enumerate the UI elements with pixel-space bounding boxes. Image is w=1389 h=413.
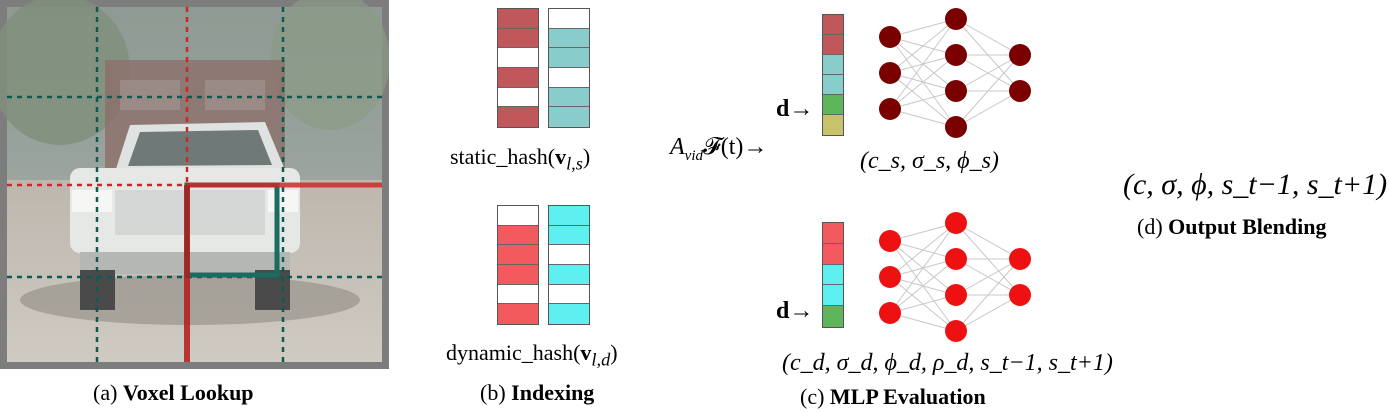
network-node — [1009, 284, 1031, 306]
network-edge — [889, 312, 957, 332]
network-node — [879, 26, 901, 48]
hash-cell — [823, 15, 843, 35]
network-edge — [889, 18, 957, 38]
hash-cell — [498, 48, 538, 68]
network-edge — [889, 222, 957, 242]
caption-d: (d) Output Blending — [1137, 214, 1327, 239]
hash-cell — [823, 243, 843, 265]
hash-cell — [823, 75, 843, 95]
static-hash-column-left — [497, 8, 539, 128]
network-node — [945, 284, 967, 306]
network-node — [945, 248, 967, 270]
hash-cell — [549, 245, 589, 265]
hash-cell — [549, 107, 589, 127]
hash-cell — [549, 225, 589, 246]
network-node — [945, 44, 967, 66]
voxel-grid-red — [7, 7, 189, 187]
static-hash-label: static_hash(vl,s) — [450, 144, 591, 174]
hash-cell — [498, 245, 538, 265]
dynamic-hash-label: dynamic_hash(vl,d) — [446, 340, 618, 370]
network-node — [879, 98, 901, 120]
caption-a: (a) Voxel Lookup — [93, 380, 254, 405]
network-node — [945, 116, 967, 138]
hash-cell — [823, 306, 843, 327]
network-edge — [889, 54, 957, 110]
static-output: (c_s, σ_s, ϕ_s) — [860, 148, 999, 174]
network-edge — [889, 18, 957, 74]
hash-cell — [498, 28, 538, 49]
caption-b: (b) Indexing — [480, 380, 595, 405]
voxel-grid — [7, 7, 382, 362]
hash-cell — [549, 206, 589, 226]
hash-cell — [823, 223, 843, 244]
time-embedding-input: Avid𝓕(t)→ — [670, 134, 768, 164]
network-edge — [889, 108, 957, 128]
network-node — [879, 62, 901, 84]
network-edge — [889, 18, 957, 110]
network-edge — [955, 258, 1021, 332]
hash-cell — [498, 225, 538, 246]
hash-cell — [549, 264, 589, 285]
network-edge — [955, 54, 1021, 92]
dynamic-hash-column-right — [548, 205, 590, 325]
network-edge — [955, 294, 1021, 332]
hash-cell — [498, 304, 538, 324]
network-edge — [955, 54, 1021, 128]
network-node — [879, 266, 901, 288]
hash-cell — [498, 284, 538, 305]
network-edge — [955, 258, 1021, 296]
hash-cell — [549, 28, 589, 49]
hash-cell — [498, 206, 538, 226]
dynamic-hash-column-left — [497, 205, 539, 325]
direction-input-dynamic: d→ — [776, 298, 814, 324]
network-edge — [889, 90, 957, 110]
caption-c: (c) MLP Evaluation — [800, 384, 986, 409]
hash-cell — [498, 264, 538, 285]
network-edge — [889, 222, 957, 278]
hash-cell — [823, 55, 843, 75]
hash-cell — [498, 107, 538, 127]
network-node — [879, 230, 901, 252]
dynamic-mlp-input-column — [822, 222, 844, 328]
network-node — [1009, 248, 1031, 270]
blended-output: (c, σ, ϕ, s_t−1, s_t+1) — [1123, 168, 1388, 201]
hash-cell — [823, 95, 843, 115]
hash-cell — [549, 87, 589, 108]
network-edge — [955, 18, 1021, 56]
hash-cell — [823, 285, 843, 307]
static-mlp-input-column — [822, 14, 844, 136]
hash-cell — [823, 115, 843, 135]
hash-cell — [549, 284, 589, 305]
network-edge — [955, 90, 1021, 128]
static-hash-column-right — [548, 8, 590, 128]
hash-cell — [823, 35, 843, 55]
network-node — [1009, 44, 1031, 66]
network-node — [945, 212, 967, 234]
hash-cell — [549, 48, 589, 68]
network-node — [879, 302, 901, 324]
hash-cell — [498, 9, 538, 29]
hash-cell — [549, 67, 589, 88]
hash-cell — [823, 264, 843, 286]
network-node — [1009, 80, 1031, 102]
voxel-lookup-photo — [0, 0, 389, 369]
network-edge — [889, 222, 957, 314]
network-node — [945, 80, 967, 102]
network-node — [945, 320, 967, 342]
hash-cell — [549, 9, 589, 29]
static-mlp-network — [879, 8, 1031, 138]
network-edge — [889, 258, 957, 314]
dynamic-mlp-network — [879, 212, 1031, 342]
direction-input-static: d→ — [776, 96, 814, 122]
dynamic-output: (c_d, σ_d, ϕ_d, ρ_d, s_t−1, s_t+1) — [782, 350, 1113, 376]
network-node — [945, 8, 967, 30]
network-edge — [889, 294, 957, 314]
hash-cell — [549, 304, 589, 324]
hash-cell — [498, 87, 538, 108]
hash-cell — [498, 67, 538, 88]
network-edge — [955, 222, 1021, 260]
